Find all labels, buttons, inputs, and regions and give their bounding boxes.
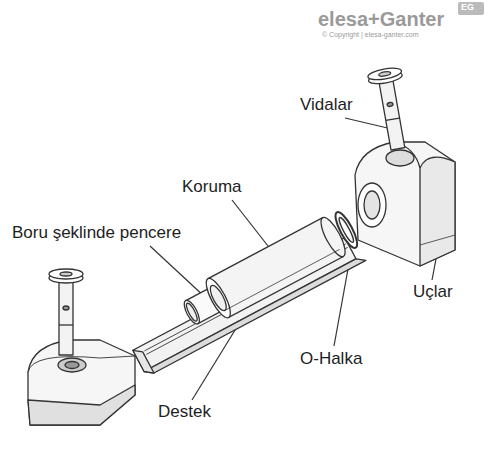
part-label: Vidalar xyxy=(300,96,353,115)
part-label: Boru şeklinde pencere xyxy=(12,224,181,243)
copyright-note: © Copyright | elesa-ganter.com xyxy=(322,31,418,39)
part-label: Destek xyxy=(158,403,211,422)
logo-text: elesa+Ganter xyxy=(318,8,444,30)
end-cap-left xyxy=(28,340,135,425)
screw-left xyxy=(49,269,83,355)
logo-badge xyxy=(458,2,484,15)
part-label: O-Halka xyxy=(300,350,362,369)
part-label: Uçlar xyxy=(413,283,453,302)
screw-right xyxy=(367,66,415,152)
part-label: Koruma xyxy=(182,178,242,197)
leader-lines xyxy=(150,118,440,400)
logo-badge-text: EG xyxy=(461,3,474,13)
end-cap-right xyxy=(355,142,455,266)
